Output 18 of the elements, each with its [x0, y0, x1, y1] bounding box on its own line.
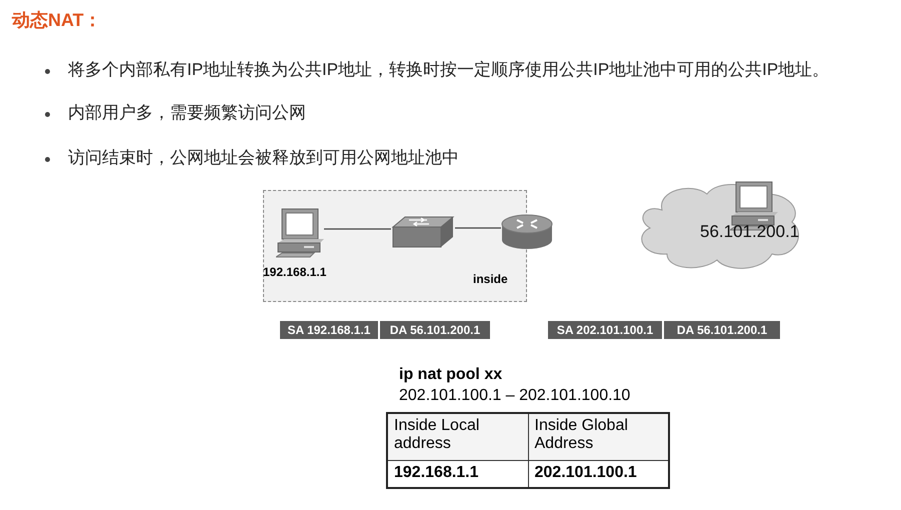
bullet-text: 将多个内部私有IP地址转换为公共IP地址，转换时按一定顺序使用公共IP地址池中可用的公共IP地址。	[68, 59, 830, 81]
pool-command: ip nat pool xx	[399, 366, 502, 384]
packet-header-field: DA 56.101.200.1	[380, 321, 490, 339]
link-line	[324, 228, 391, 230]
interface-label: inside	[473, 272, 508, 286]
column-header: Inside Global Address	[528, 413, 669, 460]
network-area	[263, 190, 527, 302]
ip-address: 192.168.1.1	[263, 265, 326, 279]
address-range: 202.101.100.1 – 202.101.100.10	[399, 387, 630, 405]
packet-header-field: DA 56.101.200.1	[664, 321, 780, 339]
packet-header-field: SA 192.168.1.1	[280, 321, 378, 339]
packet-header-field: SA 202.101.100.1	[548, 321, 662, 339]
bullet-text: 访问结束时，公网地址会被释放到可用公网地址池中	[68, 147, 459, 169]
bullet-text: 内部用户多，需要频繁访问公网	[68, 102, 306, 124]
ip-address: 56.101.200.1	[700, 222, 800, 242]
slide-title: 动态NAT：	[12, 9, 102, 32]
link-line	[455, 227, 501, 229]
column-header: Inside Local address	[387, 413, 528, 460]
